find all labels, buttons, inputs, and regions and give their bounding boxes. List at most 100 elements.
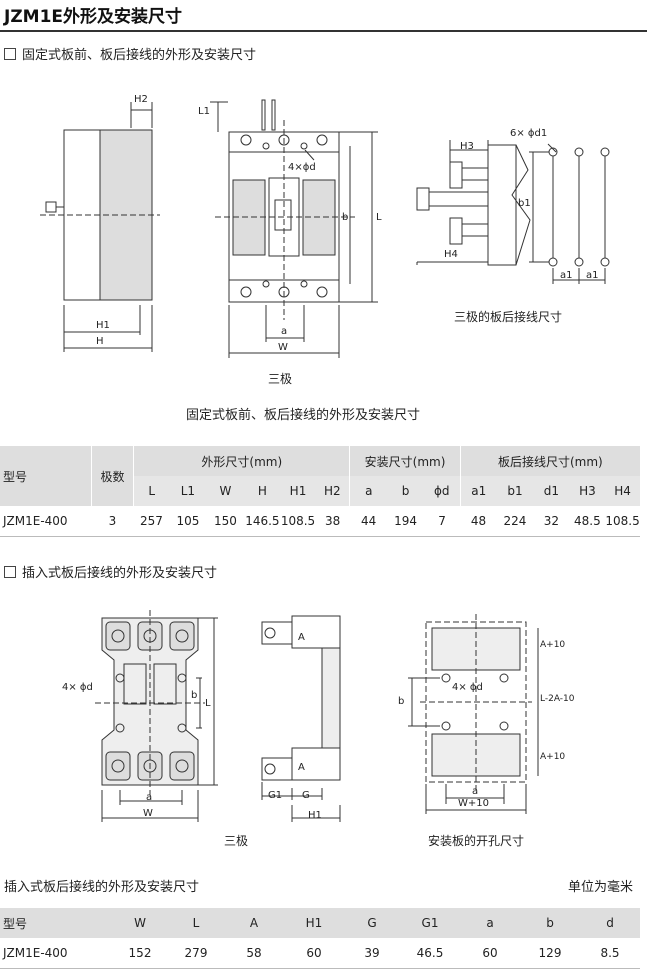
- fixed-type-drawings: [40, 99, 610, 358]
- dim-label-a1-right: a1: [586, 270, 599, 281]
- section2-heading-text: 插入式板后接线的外形及安装尺寸: [22, 566, 218, 581]
- side-view-drawing: [40, 102, 160, 352]
- plug-in-side-drawing: [261, 615, 341, 822]
- col-header: b: [520, 908, 580, 938]
- subcol-header: b1: [496, 476, 534, 506]
- cell-value: 46.5: [400, 938, 460, 969]
- front-view-drawing: [210, 99, 378, 358]
- table-row: JZM1E-400 3 257 105 150 146.5 108.5 38 4…: [0, 506, 640, 537]
- cell-value: 150: [206, 506, 245, 537]
- col-model-header: 型号: [0, 446, 92, 506]
- dim-label-l1: L1: [198, 106, 210, 117]
- back-connection-drawing: [416, 140, 610, 284]
- dim-label-a1-left: a1: [560, 270, 573, 281]
- dim-label-h1-2: H1: [308, 810, 322, 821]
- page-title: JZM1E外形及安装尺寸: [4, 7, 183, 27]
- dim-label-l-2: L: [205, 698, 211, 709]
- dim-label-w-2: W: [143, 808, 153, 819]
- cell-value: 60: [284, 938, 344, 969]
- table-header-row: 型号 极数 外形尺寸(mm) 安装尺寸(mm) 板后接线尺寸(mm): [0, 446, 640, 506]
- dim-label-a-plus-10-top: A+10: [540, 640, 566, 650]
- dim-label-a-bottom: A: [298, 762, 305, 773]
- cell-value: 58: [224, 938, 284, 969]
- group-install-header: 安装尺寸(mm): [349, 446, 461, 476]
- col-header: W: [112, 908, 168, 938]
- plug-in-type-drawings: [95, 610, 539, 822]
- subcol-header: L: [133, 476, 170, 506]
- section1-heading-text: 固定式板前、板后接线的外形及安装尺寸: [22, 48, 257, 63]
- cell-value: 194: [387, 506, 424, 537]
- fig-label-three-pole: 三极: [268, 372, 293, 386]
- dim-label-holes-3: 4× ϕd: [452, 682, 483, 693]
- col-header: G: [344, 908, 400, 938]
- cell-value: 39: [344, 938, 400, 969]
- dim-label-a-3: a: [472, 786, 479, 797]
- cell-value: 32: [533, 506, 570, 537]
- section2-caption: 插入式板后接线的外形及安装尺寸: [4, 880, 200, 895]
- cell-value: 60: [460, 938, 520, 969]
- col-poles-header: 极数: [90, 446, 134, 506]
- subcol-header: ϕd: [423, 476, 461, 506]
- dim-label-a-top: A: [298, 632, 305, 643]
- cell-value: 146.5: [244, 506, 281, 537]
- subcol-header: H1: [280, 476, 316, 506]
- dim-label-a-plus-10-bottom: A+10: [540, 752, 566, 762]
- group-back-header: 板后接线尺寸(mm): [459, 446, 640, 476]
- table-header-row: 型号 W L A H1 G G1 a b d: [0, 908, 640, 938]
- col-header: 型号: [0, 908, 112, 938]
- dim-label-b1: b1: [518, 198, 531, 209]
- panel-cutout-drawing: [408, 614, 539, 814]
- cell-model: JZM1E-400: [0, 506, 92, 537]
- cell-value: 257: [133, 506, 170, 537]
- col-header: H1: [284, 908, 344, 938]
- dim-label-a-2: a: [146, 792, 153, 803]
- bullet-square-icon: [4, 566, 16, 578]
- subcol-header: L1: [169, 476, 207, 506]
- col-header: a: [460, 908, 520, 938]
- dim-label-h: H: [96, 336, 104, 347]
- fig-label-back-connection: 三极的板后接线尺寸: [454, 310, 563, 324]
- cell-value: 108.5: [605, 506, 640, 537]
- subcol-header: a: [349, 476, 388, 506]
- dim-label-b: b: [342, 212, 349, 223]
- fig-label-panel-cutout: 安装板的开孔尺寸: [428, 834, 525, 848]
- bullet-square-icon: [4, 48, 16, 60]
- subcol-header: d1: [533, 476, 570, 506]
- cell-value: 48: [460, 506, 497, 537]
- fig-label-three-pole-2: 三极: [224, 834, 249, 848]
- group-outline-header: 外形尺寸(mm): [133, 446, 350, 476]
- dim-label-g1: G1: [268, 790, 283, 801]
- cell-poles: 3: [91, 506, 134, 537]
- dim-label-holes-2: 4× ϕd: [62, 682, 93, 693]
- section1-caption: 固定式板前、板后接线的外形及安装尺寸: [186, 408, 421, 423]
- cell-value: 38: [315, 506, 350, 537]
- subcol-header: H4: [605, 476, 640, 506]
- col-header: G1: [400, 908, 460, 938]
- table-subheader-row: L L1 W H H1 H2 a b ϕd a1 b1 d1 H3 H4: [0, 476, 640, 506]
- dim-label-holes: 4×ϕd: [288, 162, 316, 173]
- plug-in-front-drawing: [95, 610, 218, 822]
- dim-label-b-3: b: [398, 696, 405, 707]
- dim-label-b-2: b: [191, 690, 198, 701]
- section2-heading: 插入式板后接线的外形及安装尺寸: [4, 562, 217, 581]
- dim-label-h4: H4: [444, 249, 458, 260]
- cell-model: JZM1E-400: [0, 938, 112, 969]
- cell-value: 224: [496, 506, 534, 537]
- dim-label-h2: H2: [134, 94, 148, 105]
- subcol-header: a1: [459, 476, 497, 506]
- dim-label-l-2a-10: L-2A-10: [540, 694, 575, 704]
- cell-value: 8.5: [580, 938, 640, 969]
- dim-label-l: L: [376, 212, 382, 223]
- cell-value: 48.5: [569, 506, 606, 537]
- cell-value: 279: [168, 938, 224, 969]
- dim-label-w: W: [278, 342, 288, 353]
- dim-label-g: G: [302, 790, 310, 801]
- subcol-header: H2: [315, 476, 350, 506]
- plug-in-spec-table: 型号 W L A H1 G G1 a b d JZM1E-400 152 279…: [0, 908, 640, 969]
- cell-value: 129: [520, 938, 580, 969]
- table-row: JZM1E-400 152 279 58 60 39 46.5 60 129 8…: [0, 938, 640, 969]
- subcol-header: H: [244, 476, 281, 506]
- fixed-spec-table: 型号 极数 外形尺寸(mm) 安装尺寸(mm) 板后接线尺寸(mm) L L1 …: [0, 446, 640, 537]
- col-header: A: [224, 908, 284, 938]
- dim-label-h1: H1: [96, 320, 110, 331]
